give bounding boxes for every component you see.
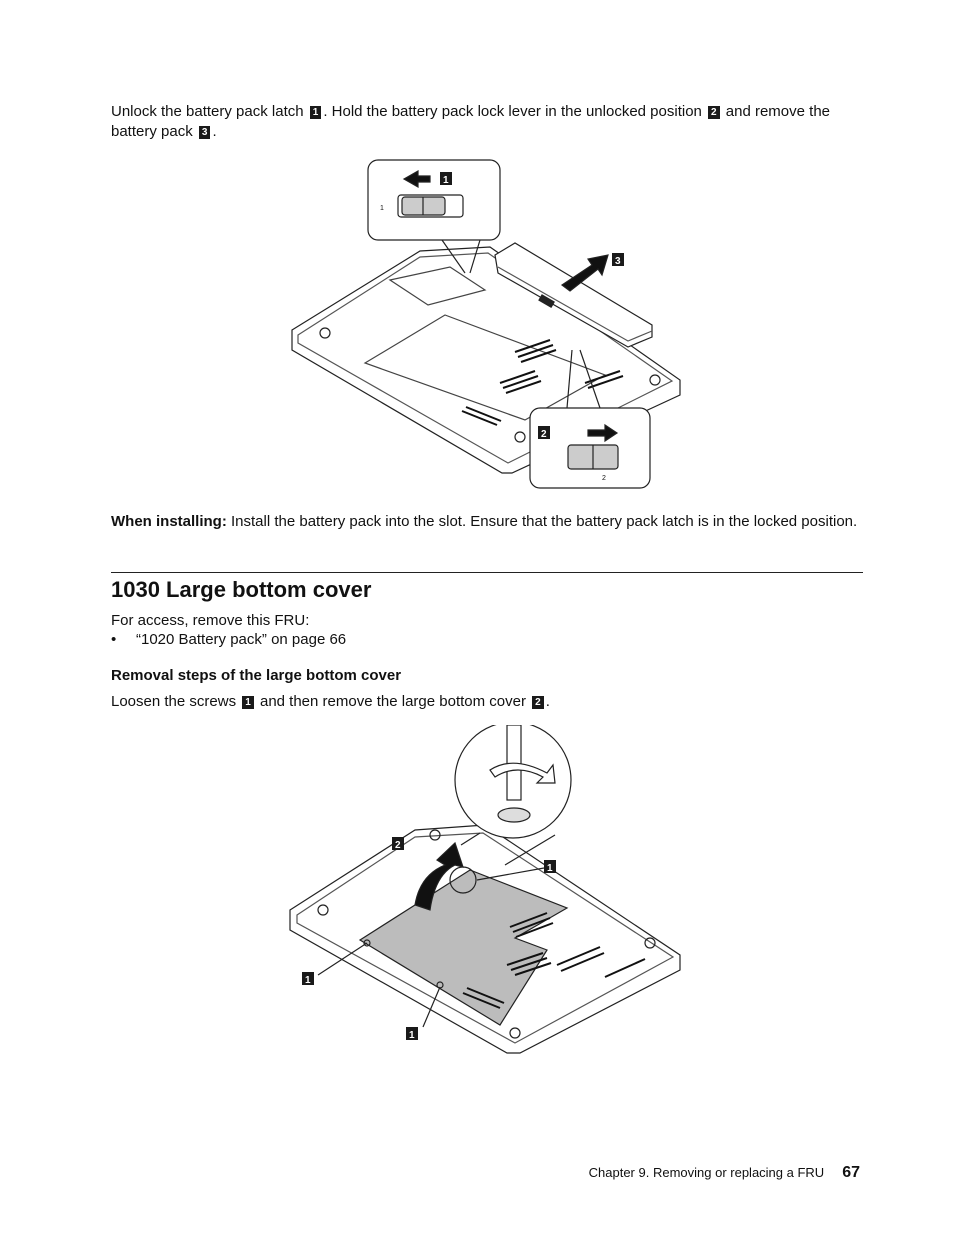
large-bottom-cover — [358, 869, 569, 1026]
bottom-cover-figure: 2 1 1 1 — [289, 725, 681, 1054]
callout-2: 2 — [708, 106, 720, 119]
intro-text-b: . Hold the battery pack lock lever in th… — [323, 103, 707, 120]
section-title: 1030 Large bottom cover — [111, 577, 372, 602]
step-text-a: Loosen the screws — [111, 693, 241, 710]
chapter-label: Chapter 9. Removing or replacing a FRU — [588, 1165, 825, 1180]
figure2-callout-1-bottom: 1 — [409, 1030, 415, 1041]
page-number: 67 — [842, 1164, 860, 1181]
installing-text: Install the battery pack into the slot. … — [226, 513, 858, 530]
rotate-arrow-icon — [489, 762, 556, 784]
remove-direction-arrow — [560, 254, 609, 292]
callout-3: 3 — [198, 125, 211, 139]
access-text: For access, remove this FRU: — [111, 612, 310, 629]
latch-label-1: 1 — [380, 205, 384, 212]
callout-1: 1 — [309, 106, 322, 119]
intro-paragraph: Unlock the battery pack latch 1. Hold th… — [111, 102, 863, 141]
step-callout-1: 1 — [242, 696, 254, 709]
intro-text-c: and remove the battery pack — [111, 103, 831, 140]
bullet-mark: • — [111, 631, 117, 648]
lift-arrow — [414, 841, 464, 911]
step-callout-2: 2 — [532, 696, 544, 709]
installing-label: When installing: — [111, 513, 227, 530]
laptop-outline — [289, 824, 681, 1054]
section-divider — [111, 572, 863, 573]
intro-text-d: . — [212, 122, 217, 140]
figure2-callout-2: 2 — [395, 840, 401, 851]
laptop-base-outline — [291, 246, 681, 474]
latch-label-2: 2 — [602, 475, 606, 482]
fru-bullet-item: • “1020 Battery pack” on page 66 — [111, 630, 346, 650]
step-text-c: . — [545, 693, 550, 710]
arrow-left-icon — [402, 169, 431, 189]
step-text-b: and then remove the large bottom cover — [255, 693, 531, 710]
installing-paragraph: When installing: Install the battery pac… — [111, 512, 863, 532]
page-footer: Chapter 9. Removing or replacing a FRU 6… — [589, 1164, 860, 1182]
arrow-right-icon — [587, 423, 619, 443]
fru-link: “1020 Battery pack” on page 66 — [136, 631, 347, 648]
figure2-callout-1-top: 1 — [547, 863, 553, 874]
battery-removal-figure: 1 3 2 1 2 — [291, 159, 681, 489]
battery-pack — [494, 242, 653, 348]
intro-text-a: Unlock the battery pack latch — [111, 103, 308, 120]
removal-subheading: Removal steps of the large bottom cover — [111, 667, 402, 684]
removal-step-text: Loosen the screws 1 and then remove the … — [111, 692, 863, 712]
figure2-callout-1-left: 1 — [305, 975, 311, 986]
figure1-callout-1: 1 — [443, 175, 449, 186]
figure1-callout-3: 3 — [615, 256, 621, 267]
figure1-callout-2: 2 — [541, 429, 547, 440]
